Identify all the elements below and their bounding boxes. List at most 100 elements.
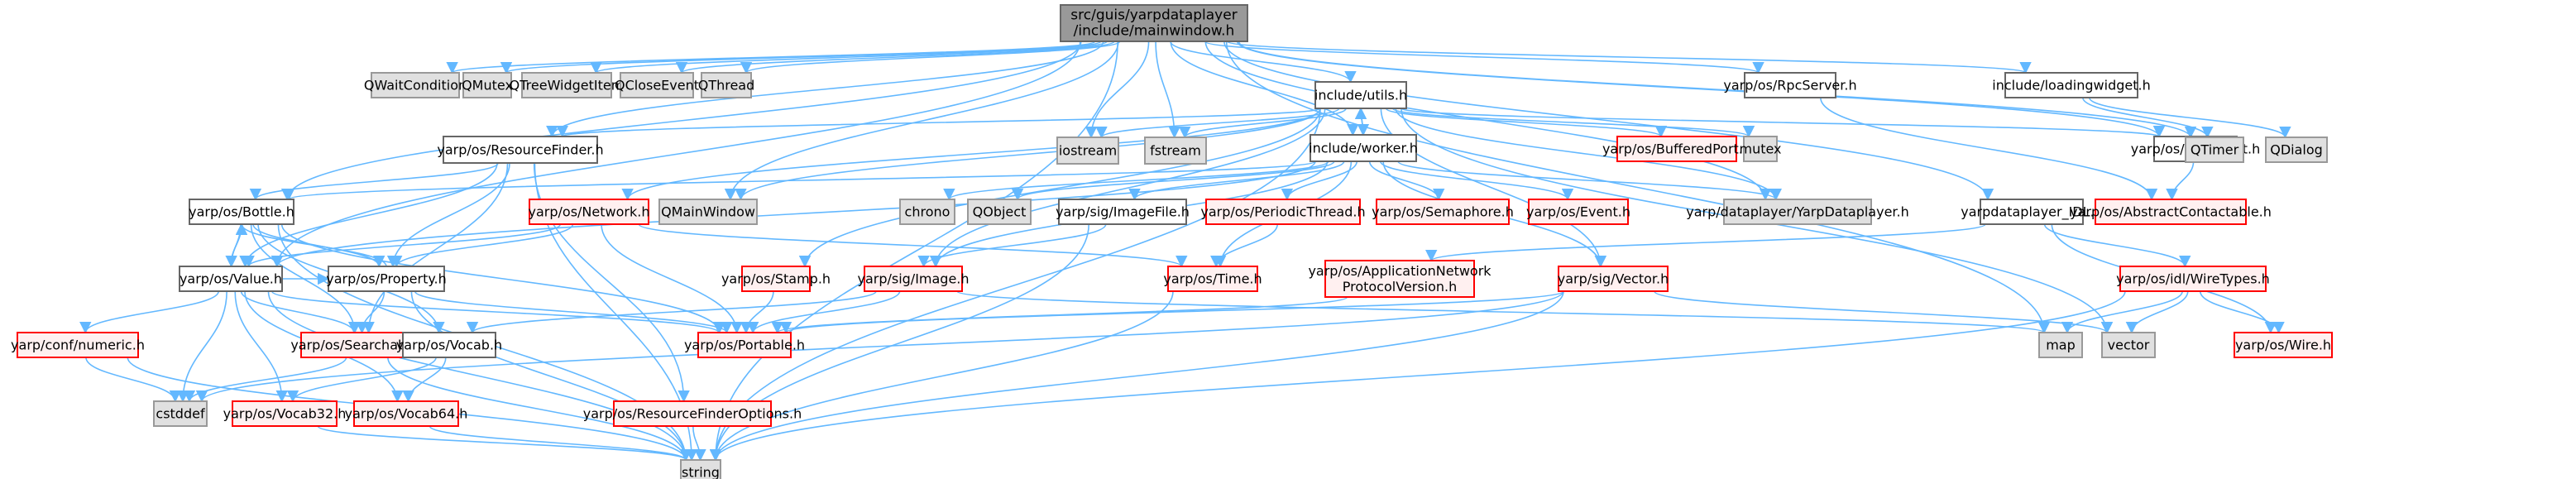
node-box (232, 400, 338, 427)
node-qtimer[interactable]: QTimer (2185, 137, 2244, 163)
node-vocab64[interactable]: yarp/os/Vocab64.h (345, 400, 468, 427)
edge-value-to-portable (271, 290, 725, 334)
node-resourcefinderoptions[interactable]: yarp/os/ResourceFinderOptions.h (583, 400, 802, 427)
node-label: include/worker.h (1309, 141, 1418, 156)
edge-image-to-portable (747, 290, 901, 334)
node-bufferedport[interactable]: yarp/os/BufferedPort.h (1602, 136, 1751, 162)
node-appnetproto[interactable]: yarp/os/ApplicationNetworkProtocolVersio… (1308, 260, 1491, 298)
node-mutex[interactable]: mutex (1739, 136, 1782, 162)
edge-mainwindow-to-qtimer (1238, 41, 2196, 139)
node-wire[interactable]: yarp/os/Wire.h (2234, 332, 2333, 358)
node-portable[interactable]: yarp/os/Portable.h (684, 332, 805, 358)
node-box (658, 199, 758, 225)
node-vocab[interactable]: yarp/os/Vocab.h (396, 332, 502, 358)
node-label: yarp/sig/ImageFile.h (1056, 204, 1190, 220)
node-label: QDialog (2270, 142, 2323, 158)
nodes-layer: src/guis/yarpdataplayer/include/mainwind… (11, 4, 2333, 479)
node-label: QObject (973, 204, 1027, 220)
node-yarpdataplayer[interactable]: yarp/dataplayer/YarpDataplayer.h (1686, 199, 1909, 225)
node-qthread[interactable]: QThread (698, 72, 755, 98)
edge-vector-to-vector (1654, 290, 2113, 334)
edge-mainwindow-to-qcloseevent (676, 41, 1115, 74)
edge-property-to-portable (414, 290, 733, 334)
node-worker[interactable]: include/worker.h (1309, 134, 1418, 162)
edge-resourcefinderoptions-to-string (692, 425, 706, 462)
node-label: yarp/os/BufferedPort.h (1602, 141, 1751, 157)
node-semaphore[interactable]: yarp/os/Semaphore.h (1372, 199, 1514, 225)
edge-numeric-to-cstddef (85, 357, 181, 403)
node-box (529, 199, 649, 225)
node-box (620, 72, 694, 98)
node-periodicthread[interactable]: yarp/os/PeriodicThread.h (1200, 199, 1366, 225)
node-bottle[interactable]: yarp/os/Bottle.h (189, 199, 294, 225)
node-box (300, 332, 421, 358)
edge-mainwindow-to-string (709, 41, 1118, 462)
node-box (1144, 137, 1207, 165)
node-rpcserver[interactable]: yarp/os/RpcServer.h (1723, 72, 1857, 98)
edge-property-to-string (410, 290, 692, 462)
edge-network-to-portable (601, 223, 743, 334)
edge-stamp-to-portable (740, 290, 774, 334)
node-utils[interactable]: include/utils.h (1314, 81, 1407, 109)
node-iostream[interactable]: iostream (1056, 137, 1119, 165)
node-vector[interactable]: vector (2101, 332, 2156, 358)
node-wiretypes[interactable]: yarp/os/idl/WireTypes.h (2116, 266, 2270, 292)
node-fstream[interactable]: fstream (1144, 137, 1207, 165)
node-box (1528, 199, 1629, 225)
node-box (1558, 266, 1669, 292)
edge-time-to-string (709, 290, 1174, 462)
node-numeric[interactable]: yarp/conf/numeric.h (11, 332, 145, 358)
node-stamp[interactable]: yarp/os/Stamp.h (721, 266, 831, 292)
node-box (1314, 81, 1407, 109)
node-loadingwidget[interactable]: include/loadingwidget.h (1992, 72, 2151, 98)
node-label: yarp/os/idl/WireTypes.h (2116, 271, 2270, 287)
node-label: QWaitCondition (364, 78, 467, 93)
node-chrono[interactable]: chrono (899, 199, 955, 225)
node-box (1060, 4, 1248, 42)
node-qtreewidgetitem[interactable]: QTreeWidgetItem (510, 72, 625, 98)
node-box (899, 199, 955, 225)
node-searchable[interactable]: yarp/os/Searchable.h (290, 332, 431, 358)
node-qmutex[interactable]: QMutex (462, 72, 513, 98)
node-string[interactable]: string (680, 459, 721, 479)
node-qwaitcondition[interactable]: QWaitCondition (364, 72, 467, 98)
node-label: yarp/os/RpcServer.h (1723, 78, 1856, 93)
node-label: vector (2108, 338, 2150, 353)
edge-idl-to-wiretypes (2043, 223, 2191, 268)
node-imagefile[interactable]: yarp/sig/ImageFile.h (1056, 199, 1190, 225)
node-box (17, 332, 139, 358)
node-qcloseevent[interactable]: QCloseEvent (615, 72, 699, 98)
node-qdialog[interactable]: QDialog (2265, 137, 2328, 163)
node-box (741, 266, 811, 292)
node-box (1723, 199, 1872, 225)
edge-property-to-searchable (356, 290, 385, 334)
edge-value-to-cstddef (176, 290, 227, 403)
node-map[interactable]: map (2038, 332, 2083, 358)
node-label: yarp/os/Stamp.h (721, 271, 831, 287)
node-network[interactable]: yarp/os/Network.h (529, 199, 650, 225)
node-abstractcontactable[interactable]: yarp/os/AbstractContactable.h (2070, 199, 2272, 225)
node-box (2265, 137, 2328, 163)
node-box (462, 72, 512, 98)
node-cstddef[interactable]: cstddef (153, 400, 208, 427)
node-event[interactable]: yarp/os/Event.h (1526, 199, 1630, 225)
node-qobject[interactable]: QObject (967, 199, 1032, 225)
node-image[interactable]: yarp/sig/Image.h (857, 266, 970, 292)
node-label: string (682, 465, 720, 479)
edge-wiretypes-to-wire (2199, 290, 2285, 334)
node-time[interactable]: yarp/os/Time.h (1163, 266, 1262, 292)
node-mainwindow[interactable]: src/guis/yarpdataplayer/include/mainwind… (1060, 4, 1248, 42)
node-vector[interactable]: yarp/sig/Vector.h (1558, 266, 1669, 292)
edge-utils-to-iostream (1095, 108, 1340, 139)
node-qmainwindow[interactable]: QMainWindow (658, 199, 758, 225)
node-label: yarp/os/Vocab32.h (223, 406, 347, 422)
node-resourcefinder[interactable]: yarp/os/ResourceFinder.h (437, 136, 604, 164)
node-value[interactable]: yarp/os/Value.h (179, 266, 283, 292)
node-property[interactable]: yarp/os/Property.h (326, 266, 447, 292)
node-idl[interactable]: yarpdataplayer_IDL.h (1961, 199, 2103, 225)
node-vocab32[interactable]: yarp/os/Vocab32.h (223, 400, 347, 427)
node-label: yarp/dataplayer/YarpDataplayer.h (1686, 204, 1909, 220)
node-box (1743, 136, 1778, 162)
node-box (179, 266, 283, 292)
